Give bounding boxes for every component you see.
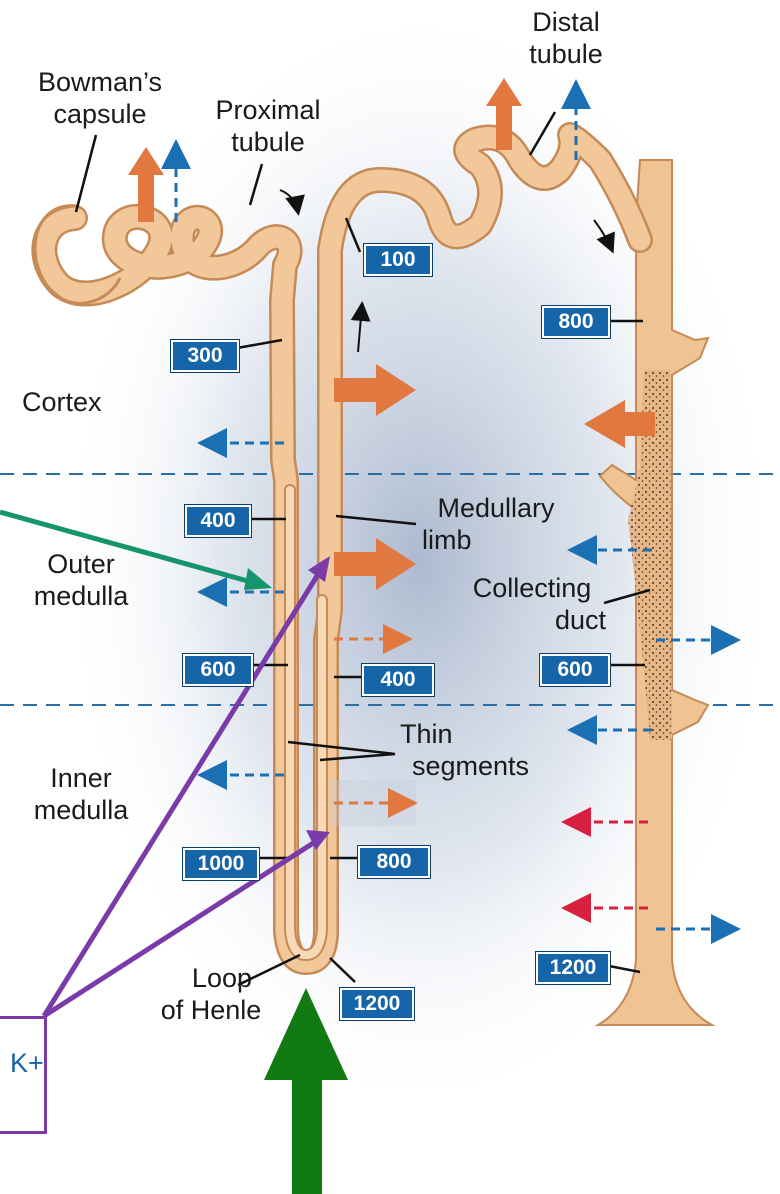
osmolarity-badge-desc-600: 600 <box>183 654 253 686</box>
osmolarity-badge-tip-1200: 1200 <box>340 988 414 1020</box>
osmolarity-badge-desc-400: 400 <box>185 505 251 537</box>
osmolarity-badge-asc-800: 800 <box>358 846 430 878</box>
k-ion-label: K+ <box>10 1048 44 1079</box>
osmolarity-badge-cd-1200: 1200 <box>536 952 610 984</box>
osmolarity-badge-asc-400: 400 <box>362 664 434 696</box>
osmolarity-badge-asc-100: 100 <box>364 244 432 276</box>
osmolarity-badge-prox-300: 300 <box>171 340 239 372</box>
osmolarity-badge-desc-1000: 1000 <box>183 848 259 880</box>
osmolarity-badge-cd-800: 800 <box>542 306 610 338</box>
osmolarity-badge-cd-600: 600 <box>540 654 610 686</box>
cortex-label: Cortex <box>22 386 122 418</box>
